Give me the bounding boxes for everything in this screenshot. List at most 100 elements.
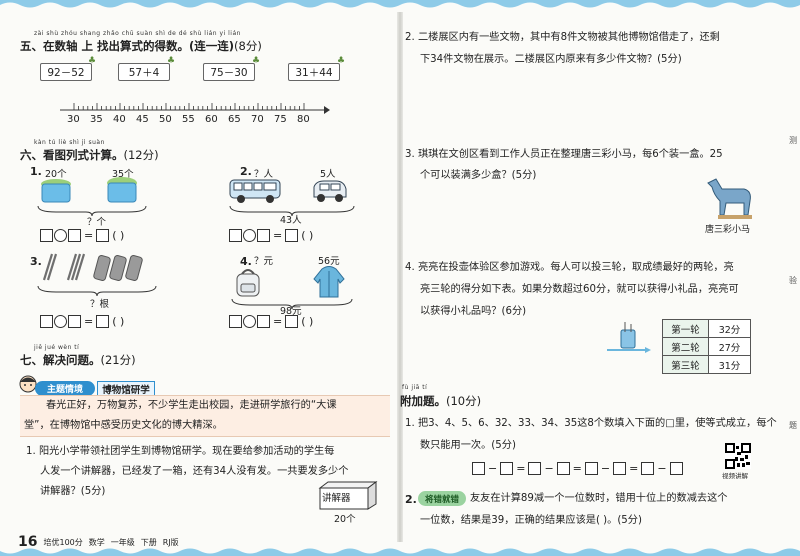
sec7-pinyin: jiě jué wèn tí [34,344,80,351]
sticks-icon [42,253,143,281]
answer-box[interactable] [584,462,598,475]
sprout-icon: ♣ [337,56,346,66]
car-icon [313,180,347,202]
sec5-pinyin: zài shù zhóu shang zhǎo chū suàn shì de … [34,30,241,37]
answer-box[interactable] [229,229,242,242]
total-label: 43人 [280,215,302,226]
bus-icon [229,179,281,203]
b1-line: 数只能用一次。(5分) [420,440,516,451]
answer-box[interactable] [285,229,299,242]
tick-label: 40 [113,114,126,125]
q1-line: 1. 阳光小学带领社团学生到博物馆研学。现在要给参加活动的学生每 [26,446,335,457]
theme-badge: 主题情境 [35,381,95,396]
answer-box[interactable] [96,229,110,242]
operator-circle[interactable] [54,229,67,242]
expr-card-2[interactable]: 57＋4 [118,63,170,81]
tick-label: 30 [67,114,80,125]
page-fold [397,12,403,542]
answer-box[interactable] [500,462,514,475]
label-price-unknown: ？元 [254,256,274,267]
answer-box[interactable] [528,462,542,475]
q2-line: 2. 二楼展区内有一些文物，其中有8件文物被其他博物馆借走了，还剩 [405,32,720,43]
qr-caption: 视频讲解 [722,472,748,480]
story-box: 春光正好，万物复苏，不少学生走出校园，走进研学旅行的“大课 堂”，在博物馆中感受… [20,395,390,437]
answer-box[interactable] [229,315,242,328]
answer-box[interactable] [285,315,299,328]
answer-box[interactable] [257,229,270,242]
bonus-pinyin: fù jiā tí [402,384,428,391]
label-20: 20个 [45,169,67,180]
operator-circle[interactable] [243,315,256,328]
backpack-icon [236,269,260,297]
top-wave-border [0,0,800,8]
side-tab: 验 [789,275,797,285]
total-label: ？个 [87,217,107,228]
q2-line: 下34件文物在展示。二楼展区内原来有多少件文物？(5分) [420,54,682,65]
tick-label: 55 [182,114,195,125]
expr-card-1[interactable]: 92－52 [40,63,92,81]
answer-box[interactable] [257,315,270,328]
answer-box[interactable] [40,229,53,242]
student-avatar-icon [19,375,37,393]
problem-number: 1. [30,165,42,178]
tick-label: 80 [297,114,310,125]
equation-row-1: =( ) [40,229,126,242]
theme-title: 博物馆研学 [97,381,155,396]
answer-box[interactable] [472,462,485,475]
answer-box[interactable] [641,462,655,475]
tick-label: 70 [251,114,264,125]
bottom-wave-border [0,548,800,556]
box-label: 讲解器 [322,493,351,504]
answer-box[interactable] [613,462,627,475]
answer-box[interactable] [40,315,53,328]
operator-circle[interactable] [54,315,67,328]
b1-line: 1. 把3、4、5、6、32、33、34、35这8个数填入下面的□里，使等式成立… [405,418,777,429]
b2-line: 友友在计算89减一个一位数时，错用十位上的数减去这个 [470,493,728,504]
tang-horse-icon [707,178,752,219]
problem-number: 3. [30,255,42,268]
pot-icon [107,177,137,203]
sprout-icon: ♣ [167,56,176,66]
total-brace [37,285,157,296]
problem-number: 2. [240,165,252,178]
bonus-equation-row: −= −= −= − [472,462,683,475]
bonus-q2-number: 2. [405,493,417,506]
label-56-yuan: 56元 [318,256,340,267]
bonus-title: 附加题。(10分) [400,394,482,408]
total-label: ？根 [90,299,110,310]
sec6-pinyin: kàn tú liè shì jì suàn [34,139,105,146]
answer-box[interactable] [68,229,81,242]
tick-label: 35 [90,114,103,125]
equation-row-2: =( ) [229,229,315,242]
side-tab: 题 [789,420,797,430]
total-brace [37,205,147,216]
operator-circle[interactable] [243,229,256,242]
b2-line: 一位数，结果是39，正确的结果应该是( )。(5分) [420,515,642,526]
sprout-icon: ♣ [88,56,97,66]
tick-label: 50 [159,114,172,125]
pitch-pot-icon [607,322,651,353]
number-line [60,103,330,114]
total-brace [231,298,353,309]
answer-box[interactable] [556,462,570,475]
horse-caption: 唐三彩小马 [705,225,751,235]
sec7-title: 七、解决问题。(21分) [20,353,136,367]
answer-box[interactable] [669,462,683,475]
answer-box[interactable] [96,315,110,328]
total-label: 98元 [280,306,302,317]
label-5-people: 5人 [320,169,336,180]
side-tab: 测 [789,135,797,145]
qr-code-icon[interactable] [725,443,751,469]
expr-card-3[interactable]: 75－30 [203,63,255,81]
expr-card-4[interactable]: 31＋44 [288,63,340,81]
q1-line: 人发一个讲解器，已经发了一箱，还有34人没有发。一共要发多少个 [40,466,349,477]
tick-label: 65 [228,114,241,125]
jacket-icon [313,266,345,298]
box-icon [318,481,378,510]
answer-box[interactable] [68,315,81,328]
tick-label: 45 [136,114,149,125]
